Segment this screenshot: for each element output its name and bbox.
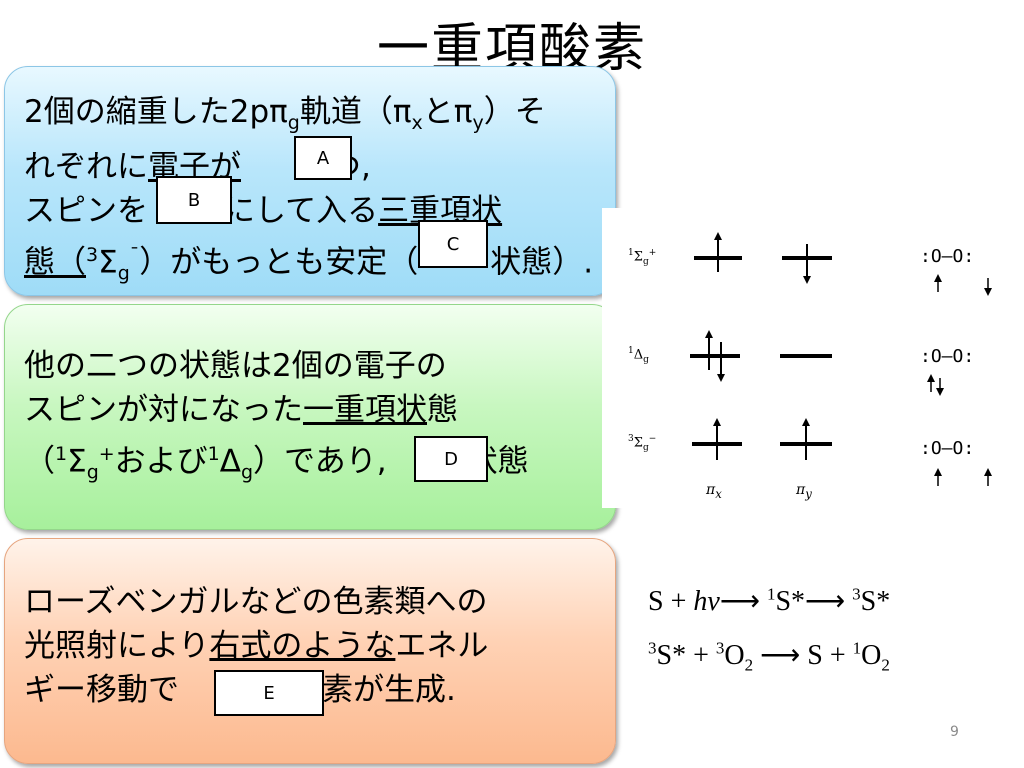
- text-span: （: [24, 443, 55, 480]
- superscript: −: [648, 434, 657, 444]
- superscript: 1: [628, 248, 634, 258]
- text-span: S*: [860, 586, 891, 617]
- text-span: S +: [648, 586, 694, 617]
- energy-transfer-equation-2: 3S* + 3O2 ⟶ S + 1O2: [648, 638, 890, 676]
- text-span: Σ: [67, 443, 87, 480]
- pi-y-label: πy: [796, 482, 812, 501]
- text-span: れぞれに: [24, 149, 148, 186]
- text-span: スピンが対になった: [24, 392, 303, 428]
- superscript: 3: [628, 434, 634, 444]
- state-label-3-sigma-g-minus: 3Σg−: [628, 434, 656, 453]
- text-span: ⟶ S +: [753, 640, 853, 671]
- text-span: スピンを: [24, 193, 148, 230]
- text-span: ギー移動で: [24, 672, 179, 708]
- text-line: 態（3Σg¯）がもっとも安定（ 状態）.: [24, 233, 593, 296]
- subscript: g: [642, 256, 649, 267]
- text-span: Σ: [633, 435, 643, 451]
- superscript: 3: [715, 638, 725, 658]
- blank-box-c[interactable]: C: [418, 220, 488, 268]
- superscript: 1: [852, 638, 862, 658]
- subscript: g: [643, 354, 649, 365]
- text-span: Σ: [633, 249, 643, 265]
- subscript: x: [411, 112, 423, 135]
- subscript: g: [86, 461, 99, 484]
- blank-box-d[interactable]: D: [414, 436, 488, 482]
- text-span: Δ: [633, 347, 644, 363]
- superscript: 1: [207, 443, 220, 465]
- subscript: y: [472, 112, 484, 135]
- text-line: スピンをにして入る三重項状: [24, 189, 593, 233]
- subscript: 2: [744, 655, 754, 675]
- blank-box-e[interactable]: E: [214, 670, 324, 716]
- text-span: S* +: [656, 640, 716, 671]
- text-span: S*⟶: [775, 586, 853, 617]
- blank-box-a[interactable]: A: [294, 136, 352, 180]
- superscript: 3: [648, 638, 657, 658]
- text-span: 態: [427, 392, 458, 428]
- text-line: スピンが対になった一重項状態: [24, 388, 529, 432]
- text-line: 光照射により右式のようなエネル: [24, 624, 488, 668]
- text-line: ローズベンガルなどの色素類への: [24, 584, 488, 620]
- text-span: O: [724, 640, 745, 671]
- text-span: にして入る: [224, 193, 379, 230]
- oxygen-molecule-structure: :O—O:: [920, 346, 975, 367]
- state-label-1-delta-g: 1Δg: [628, 346, 649, 365]
- explanation-text-singlet: 他の二つの状態は2個の電子の スピンが対になった一重項状態 （1Σg+および1Δ…: [24, 344, 529, 495]
- text-span: とπ: [422, 94, 473, 130]
- oxygen-molecule-structure: :O—O:: [920, 438, 975, 459]
- text-line: 他の二つの状態は2個の電子の: [24, 348, 447, 384]
- superscript: 1: [628, 346, 634, 356]
- explanation-box-triplet: [4, 66, 616, 296]
- subscript: g: [240, 461, 254, 484]
- text-span: ）であり,: [253, 443, 387, 480]
- orbital-diagram: 1Σg+ 1Δg 3Σg− πx πy :O—O: :O—O: :O—O:: [602, 208, 1018, 508]
- subscript: x: [715, 486, 722, 501]
- subscript: g: [287, 112, 300, 135]
- orbital-diagram-svg: [690, 232, 992, 486]
- blank-box-b[interactable]: B: [156, 176, 232, 224]
- superscript: 3: [852, 584, 861, 604]
- explanation-box-energy-transfer: [4, 538, 616, 764]
- text-span: ）がもっとも安定（: [139, 244, 419, 281]
- underlined-text: 態（: [24, 244, 86, 281]
- text-span: 2個の縮重した2pπ: [24, 94, 288, 130]
- text-span: および: [114, 443, 208, 480]
- oxygen-molecule-structure: :O—O:: [920, 246, 975, 267]
- text-span: ）そ: [483, 94, 546, 130]
- text-span: エネル: [395, 628, 489, 664]
- explanation-box-singlet: [4, 304, 616, 530]
- text-span: 軌道（π: [299, 94, 412, 130]
- subscript: y: [805, 486, 812, 501]
- text-span: π: [706, 482, 716, 498]
- pi-x-label: πx: [706, 482, 722, 501]
- underlined-text: 右式のような: [209, 628, 396, 664]
- text-line: 2個の縮重した2pπg軌道（πxとπy）そ: [24, 90, 593, 145]
- text-line: （1Σg+および1Δg）であり,状態: [24, 432, 529, 495]
- energy-transfer-equation-1: S + hν⟶ 1S*⟶ 3S*: [648, 584, 890, 618]
- text-span: Σ: [98, 244, 118, 281]
- explanation-text-triplet: 2個の縮重した2pπg軌道（πxとπy）そ れぞれに電子がずつ, スピンをにして…: [24, 90, 593, 296]
- superscript: 1: [766, 584, 776, 604]
- text-span: 光照射により: [24, 628, 210, 664]
- subscript: g: [642, 442, 649, 453]
- superscript: 1: [55, 443, 68, 465]
- text-span: O: [861, 640, 882, 671]
- page-number: 9: [950, 724, 959, 740]
- subscript: 2: [881, 655, 890, 675]
- superscript: +: [98, 443, 115, 465]
- superscript: +: [648, 248, 657, 258]
- superscript: ¯: [129, 244, 140, 267]
- text-span: Δ: [219, 443, 241, 480]
- superscript: 3: [86, 244, 99, 267]
- state-label-1-sigma-g-plus: 1Σg+: [628, 248, 656, 267]
- underlined-text: 一重項状: [303, 392, 427, 428]
- text-span: hν: [693, 586, 720, 617]
- subscript: g: [117, 262, 130, 285]
- text-span: 状態）.: [490, 244, 594, 281]
- text-span: π: [796, 482, 806, 498]
- text-span: ⟶: [719, 586, 767, 617]
